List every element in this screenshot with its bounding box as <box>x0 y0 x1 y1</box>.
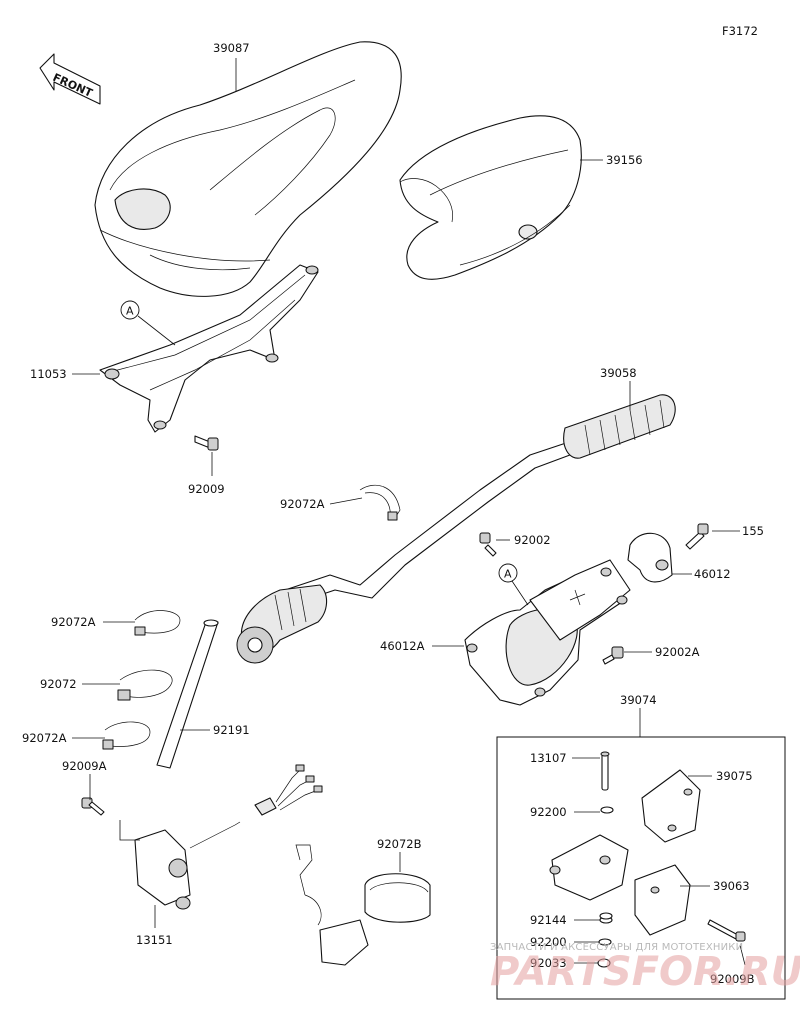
part-92072A-strap-left1[interactable] <box>134 610 181 636</box>
callout-92033[interactable]: 92033 <box>530 956 567 970</box>
part-11053-bracket[interactable] <box>99 264 319 433</box>
part-39058-handlebar[interactable] <box>236 394 676 664</box>
part-46012A-housing[interactable] <box>464 559 631 706</box>
part-92200-washer-a[interactable] <box>600 806 614 814</box>
callout-92072[interactable]: 92072 <box>40 677 77 691</box>
part-92009B-bolt[interactable] <box>707 919 746 942</box>
watermark-line1: ЗАПЧАСТИ И АКСЕССУАРЫ ДЛЯ МОТОТЕХНИКИ <box>490 942 743 953</box>
callout-46012A[interactable]: 46012A <box>380 639 425 653</box>
part-92072-strap[interactable] <box>117 669 173 701</box>
ref-marker-a-upper-text: A <box>126 305 134 318</box>
part-92072A-strap-left2[interactable] <box>102 721 151 750</box>
part-92144-spring[interactable] <box>599 912 613 924</box>
part-92002A-screw[interactable] <box>602 646 624 665</box>
callout-92072A-top[interactable]: 92072A <box>280 497 325 511</box>
callout-39074[interactable]: 39074 <box>620 693 657 707</box>
callout-39075[interactable]: 39075 <box>716 769 753 783</box>
callout-92009[interactable]: 92009 <box>188 482 225 496</box>
callout-92072A-left1[interactable]: 92072A <box>51 615 96 629</box>
callout-92191[interactable]: 92191 <box>213 723 250 737</box>
callout-39156[interactable]: 39156 <box>606 153 643 167</box>
callout-92072B[interactable]: 92072B <box>377 837 422 851</box>
watermark: ЗАПЧАСТИ И АКСЕССУАРЫ ДЛЯ МОТОТЕХНИКИ PA… <box>490 942 800 995</box>
callout-13107[interactable]: 13107 <box>530 751 567 765</box>
part-92009A-bolt[interactable] <box>81 797 105 816</box>
callout-92002[interactable]: 92002 <box>514 533 551 547</box>
diagram-code: F3172 <box>722 24 758 38</box>
callout-46012[interactable]: 46012 <box>694 567 731 581</box>
callout-92009A[interactable]: 92009A <box>62 759 107 773</box>
part-92072A-strap-top[interactable] <box>359 484 401 521</box>
part-39074-lever[interactable] <box>549 834 629 901</box>
callout-39063[interactable]: 39063 <box>713 879 750 893</box>
callout-39058[interactable]: 39058 <box>600 366 637 380</box>
leader-lines <box>72 58 746 966</box>
part-39075-bracket[interactable] <box>641 769 701 843</box>
assembly-39074-box <box>496 736 786 1000</box>
callout-155[interactable]: 155 <box>742 524 764 538</box>
part-92002-screw[interactable] <box>479 532 497 557</box>
callout-92144[interactable]: 92144 <box>530 913 567 927</box>
part-155-bolt[interactable] <box>685 523 709 550</box>
watermark-logo: PARTSFOR.RU <box>490 949 800 995</box>
callout-39087[interactable]: 39087 <box>213 41 250 55</box>
callout-92200-b[interactable]: 92200 <box>530 935 567 949</box>
callout-labels: 39087 39156 11053 92009 39058 92072A 920… <box>22 41 764 986</box>
ref-marker-a-upper: A <box>120 300 176 346</box>
part-92009-bolt[interactable] <box>194 435 219 451</box>
callout-92072A-left2[interactable]: 92072A <box>22 731 67 745</box>
callout-11053[interactable]: 11053 <box>30 367 67 381</box>
callout-92009B[interactable]: 92009B <box>710 972 755 986</box>
part-39087-cover[interactable] <box>94 41 402 297</box>
part-39063-cap[interactable] <box>634 864 691 936</box>
ref-marker-a-lower: A <box>498 563 529 606</box>
part-13151-switch[interactable] <box>134 764 323 910</box>
part-92191-tube[interactable] <box>156 619 219 769</box>
front-arrow-icon: FRONT <box>39 53 101 105</box>
callout-13151[interactable]: 13151 <box>136 933 173 947</box>
part-13107-pin[interactable] <box>600 751 610 791</box>
ref-marker-a-lower-text: A <box>504 568 512 581</box>
callout-92002A[interactable]: 92002A <box>655 645 700 659</box>
callout-92200-a[interactable]: 92200 <box>530 805 567 819</box>
part-92072B-clip[interactable] <box>295 844 431 966</box>
part-39156-cover[interactable] <box>399 115 582 280</box>
part-46012-clamp[interactable] <box>627 532 673 583</box>
